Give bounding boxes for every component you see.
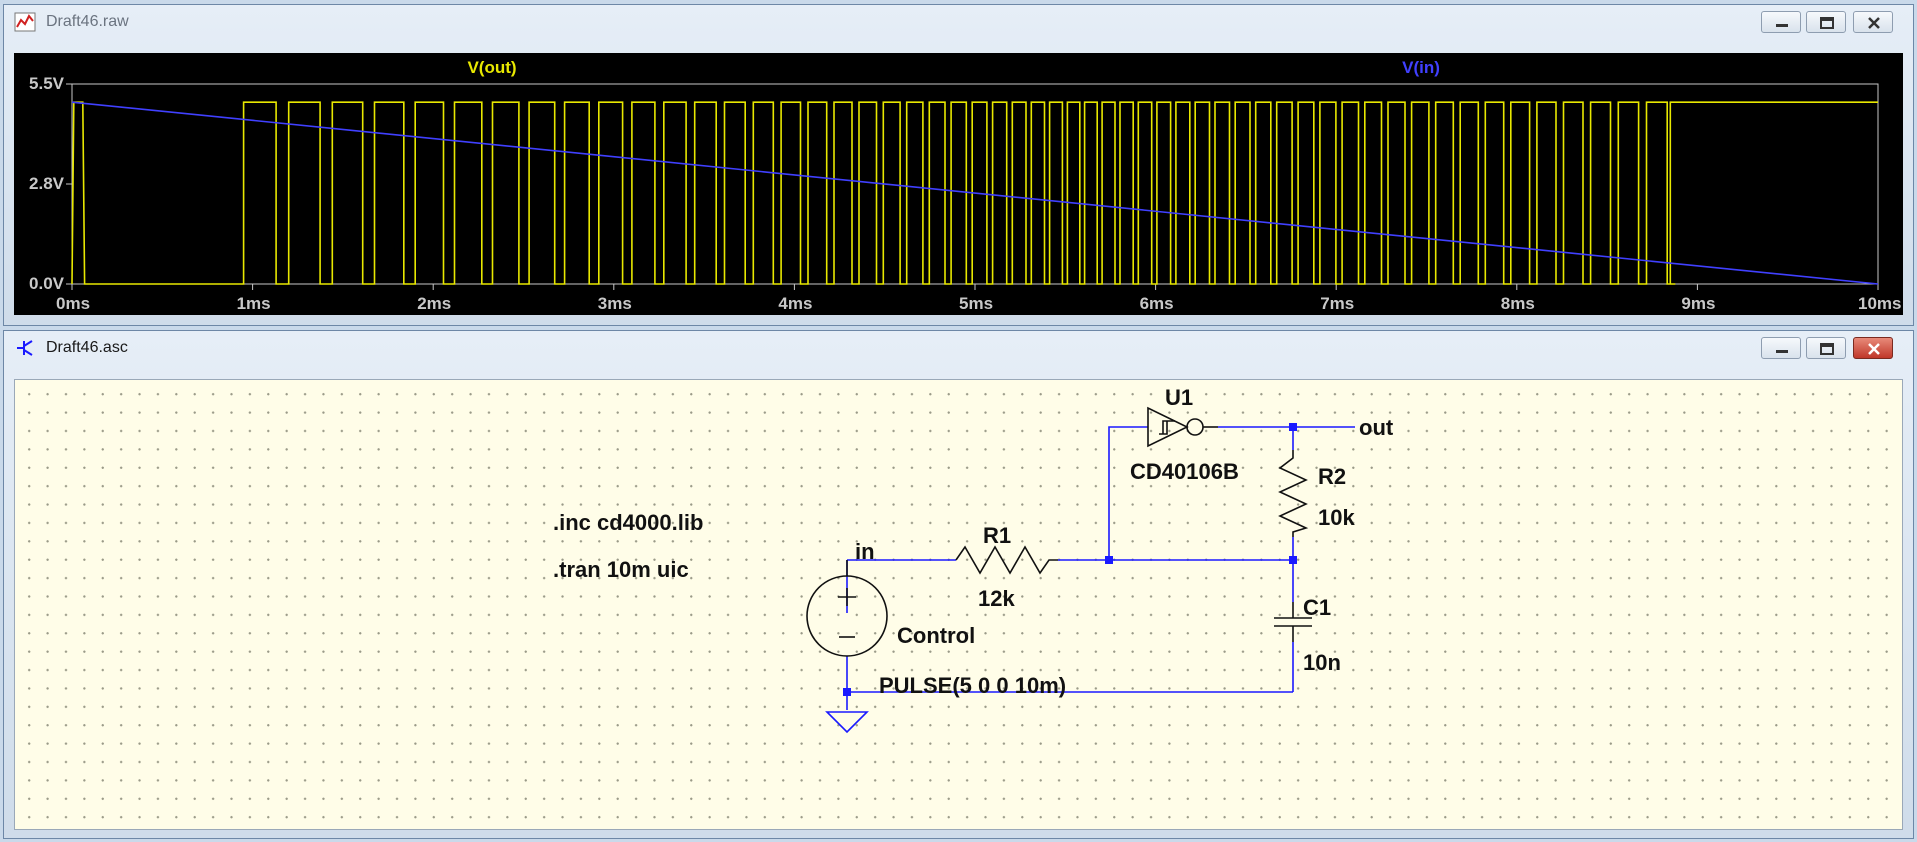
restore-icon — [1820, 17, 1834, 29]
x-tick-label: 9ms — [1681, 294, 1715, 313]
plot-area[interactable]: V(out) V(in) 5.5V 2.8V 0.0V 0ms 1ms 2ms 3ms… — [14, 53, 1903, 315]
vout-trace — [71, 101, 1878, 285]
waveform-plot[interactable]: V(out) V(in) 5.5V 2.8V 0.0V 0ms 1ms 2ms 3ms… — [14, 53, 1907, 315]
x-tick-label: 2ms — [417, 294, 451, 313]
x-tick-label: 6ms — [1140, 294, 1174, 313]
schematic-icon — [17, 340, 33, 356]
schematic-titlebar[interactable]: Draft46.asc — [4, 331, 1913, 364]
trace-label-vin[interactable]: V(in) — [1402, 58, 1440, 77]
component-name-r2[interactable]: R2 — [1318, 464, 1346, 489]
close-button[interactable] — [1853, 11, 1893, 33]
minimize-button[interactable] — [1761, 337, 1801, 359]
trace-label-vout[interactable]: V(out) — [467, 58, 516, 77]
resistor-r2[interactable] — [1278, 450, 1309, 537]
capacitor-c1[interactable] — [1274, 602, 1312, 642]
restore-button[interactable] — [1806, 337, 1846, 359]
close-icon — [1868, 343, 1880, 355]
minimize-button[interactable] — [1761, 11, 1801, 33]
x-axis: 0ms 1ms 2ms 3ms 4ms 5ms 6ms 7ms 8ms 9ms 10ms — [56, 284, 1901, 313]
wire-net-gnd[interactable] — [846, 642, 1294, 710]
schematic-window: Draft46.asc — [3, 330, 1914, 839]
x-tick-label: 3ms — [598, 294, 632, 313]
y-axis: 5.5V 2.8V 0.0V — [29, 74, 72, 293]
component-name-r1[interactable]: R1 — [983, 523, 1011, 548]
junction-dots — [843, 423, 1297, 696]
schmitt-inverter-u1[interactable] — [1147, 406, 1218, 448]
minimize-icon — [1776, 350, 1788, 353]
component-name-u1[interactable]: U1 — [1165, 385, 1193, 410]
component-value-u1[interactable]: CD40106B — [1130, 459, 1239, 484]
x-tick-label: 8ms — [1501, 294, 1535, 313]
close-button[interactable] — [1853, 337, 1893, 359]
restore-icon — [1820, 343, 1834, 355]
plot-frame — [71, 83, 1879, 285]
schematic-canvas[interactable]: U1 CD40106B R1 12k R2 10k C1 10n Control… — [14, 379, 1903, 830]
x-tick-label: 5ms — [959, 294, 993, 313]
plot-window-title: Draft46.raw — [46, 13, 129, 30]
voltage-source-control[interactable] — [806, 560, 888, 657]
y-tick-label: 0.0V — [29, 274, 65, 293]
net-label-in[interactable]: in — [855, 539, 875, 564]
waveform-icon — [14, 12, 36, 32]
component-name-c1[interactable]: C1 — [1303, 595, 1331, 620]
minimize-icon — [1776, 24, 1788, 27]
ground-symbol[interactable] — [825, 711, 869, 734]
schematic-drawing[interactable]: U1 CD40106B R1 12k R2 10k C1 10n Control… — [15, 380, 1908, 829]
plot-window: Draft46.raw V(out) V(in) 5.5V 2.8V 0.0V — [3, 4, 1914, 326]
component-value-r1[interactable]: 12k — [978, 586, 1015, 611]
x-tick-label: 10ms — [1858, 294, 1901, 313]
wire-net-out[interactable] — [1218, 426, 1355, 450]
component-name-control[interactable]: Control — [897, 623, 975, 648]
x-tick-label: 1ms — [237, 294, 271, 313]
net-label-out[interactable]: out — [1359, 415, 1394, 440]
y-tick-label: 2.8V — [29, 174, 65, 193]
plot-titlebar[interactable]: Draft46.raw — [4, 5, 1913, 38]
x-tick-label: 0ms — [56, 294, 90, 313]
x-tick-label: 7ms — [1320, 294, 1354, 313]
y-tick-label: 5.5V — [29, 74, 65, 93]
vin-trace — [71, 101, 1879, 285]
component-value-c1[interactable]: 10n — [1303, 650, 1341, 675]
restore-button[interactable] — [1806, 11, 1846, 33]
component-value-r2[interactable]: 10k — [1318, 505, 1355, 530]
resistor-r1[interactable] — [955, 545, 1058, 575]
spice-directive-inc[interactable]: .inc cd4000.lib — [553, 510, 703, 535]
component-value-control[interactable]: PULSE(5 0 0 10m) — [879, 673, 1066, 698]
spice-directive-tran[interactable]: .tran 10m uic — [553, 557, 689, 582]
wire-net-node[interactable] — [1108, 426, 1294, 602]
close-icon — [1868, 17, 1880, 29]
schematic-window-title: Draft46.asc — [46, 339, 128, 356]
x-tick-label: 4ms — [778, 294, 812, 313]
